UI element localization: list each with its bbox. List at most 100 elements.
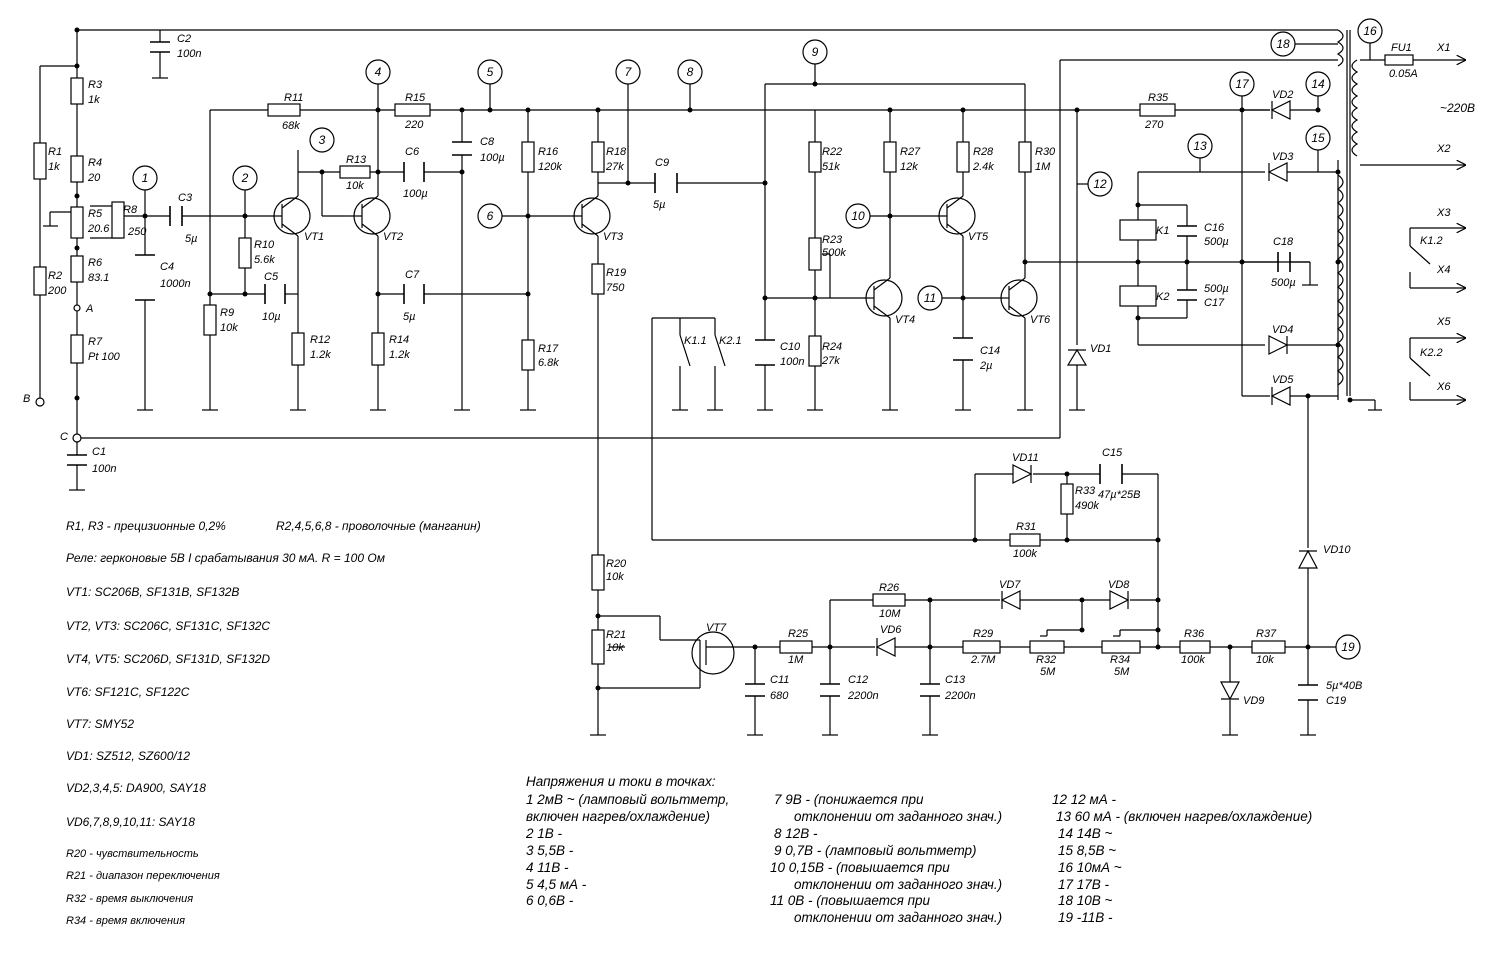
svg-text:R14: R14 <box>389 334 409 346</box>
svg-text:9: 9 <box>812 45 819 59</box>
svg-text:16: 16 <box>1363 24 1377 38</box>
note-r32: R32 - время выключения <box>66 893 194 905</box>
node-19 <box>1335 634 1361 660</box>
svg-text:R7: R7 <box>88 336 103 348</box>
svg-text:500µ: 500µ <box>1204 283 1229 295</box>
svg-text:R35: R35 <box>1148 92 1169 104</box>
svg-text:6: 6 <box>487 209 494 223</box>
svg-text:3: 3 <box>319 133 326 147</box>
svg-text:C5: C5 <box>264 271 279 283</box>
note-vt4-vt5: VT4, VT5: SC206D, SF131D, SF132D <box>66 652 271 666</box>
svg-text:R20: R20 <box>606 558 627 570</box>
svg-text:5µ: 5µ <box>403 311 415 323</box>
svg-text:R34: R34 <box>1110 654 1130 666</box>
voltage-row: 14 14В ~ <box>1058 826 1113 841</box>
node-8 <box>677 59 703 85</box>
svg-text:C7: C7 <box>405 269 420 281</box>
svg-text:X3: X3 <box>1436 207 1451 219</box>
svg-text:R29: R29 <box>973 628 993 640</box>
svg-text:C15: C15 <box>1102 447 1123 459</box>
svg-text:R30: R30 <box>1035 146 1056 158</box>
svg-text:15: 15 <box>1311 131 1325 145</box>
svg-text:VT5: VT5 <box>968 231 989 243</box>
svg-text:10k: 10k <box>346 180 364 192</box>
svg-text:0.05A: 0.05A <box>1389 68 1418 80</box>
svg-text:B: B <box>23 393 30 405</box>
svg-text:100n: 100n <box>177 48 201 60</box>
node-7 <box>615 59 641 85</box>
voltage-row: 3 5,5В - <box>526 843 574 858</box>
svg-text:13: 13 <box>1193 139 1207 153</box>
svg-text:500k: 500k <box>822 247 846 259</box>
svg-text:C3: C3 <box>178 192 193 204</box>
svg-text:VD6: VD6 <box>880 624 902 636</box>
voltage-row: 7 9В - (понижается при <box>774 792 924 807</box>
svg-text:490k: 490k <box>1075 500 1099 512</box>
svg-text:VD2: VD2 <box>1272 89 1293 101</box>
svg-text:750: 750 <box>606 282 625 294</box>
svg-text:R2: R2 <box>48 270 62 282</box>
svg-text:C18: C18 <box>1273 236 1294 248</box>
svg-text:250: 250 <box>127 226 147 238</box>
svg-text:12k: 12k <box>900 161 918 173</box>
svg-text:10k: 10k <box>1256 654 1274 666</box>
svg-text:220: 220 <box>404 119 424 131</box>
node-3 <box>309 127 335 153</box>
svg-text:VD1: VD1 <box>1090 343 1111 355</box>
svg-text:5µ: 5µ <box>185 233 197 245</box>
svg-text:20.6: 20.6 <box>87 223 110 235</box>
node-4 <box>365 59 391 85</box>
node-numbers: 1 2 3 4 5 6 7 8 9 10 11 12 13 14 15 16 1… <box>142 24 1377 654</box>
svg-text:R1: R1 <box>48 146 62 158</box>
voltage-row: отклонении от заданного знач.) <box>794 809 1003 824</box>
svg-text:C19: C19 <box>1326 695 1346 707</box>
resistors <box>33 54 1414 665</box>
svg-text:VD5: VD5 <box>1272 374 1294 386</box>
voltage-row: 4 11В - <box>526 860 569 875</box>
svg-text:R12: R12 <box>310 334 330 346</box>
node-13 <box>1187 133 1213 159</box>
node-17 <box>1229 71 1255 97</box>
voltage-row: отклонении от заданного знач.) <box>794 910 1003 925</box>
svg-text:C6: C6 <box>405 146 420 158</box>
svg-text:VT1: VT1 <box>304 231 324 243</box>
node-16 <box>1357 18 1383 44</box>
svg-text:R28: R28 <box>973 146 994 158</box>
svg-text:10: 10 <box>851 209 865 223</box>
note-wirewound: R2,4,5,6,8 - проволочные (манганин) <box>276 519 481 533</box>
svg-text:K1.2: K1.2 <box>1420 235 1443 247</box>
svg-text:R5: R5 <box>88 208 103 220</box>
svg-text:100µ: 100µ <box>403 188 428 200</box>
svg-text:20: 20 <box>87 172 101 184</box>
voltage-row: 12 12 мА - <box>1052 792 1117 807</box>
svg-text:~220В: ~220В <box>1440 101 1475 115</box>
svg-text:100k: 100k <box>1181 654 1205 666</box>
node-11 <box>917 285 943 311</box>
junction-dots <box>74 27 1353 691</box>
svg-text:R6: R6 <box>88 257 103 269</box>
svg-text:100µ: 100µ <box>480 152 505 164</box>
node-2 <box>232 165 258 191</box>
svg-text:120k: 120k <box>538 161 562 173</box>
svg-text:27k: 27k <box>821 355 840 367</box>
svg-text:10µ: 10µ <box>262 311 281 323</box>
svg-text:100n: 100n <box>780 356 804 368</box>
svg-text:K2.1: K2.1 <box>719 335 742 347</box>
svg-text:VT6: VT6 <box>1030 314 1051 326</box>
svg-text:C: C <box>60 431 68 443</box>
svg-text:R16: R16 <box>538 146 559 158</box>
relay-coils <box>1119 219 1157 307</box>
svg-text:A: A <box>85 303 93 315</box>
svg-text:1k: 1k <box>88 94 100 106</box>
svg-text:R23: R23 <box>822 234 843 246</box>
svg-text:C11: C11 <box>770 674 789 686</box>
svg-text:1M: 1M <box>1035 161 1051 173</box>
svg-text:C2: C2 <box>177 33 191 45</box>
svg-text:10k: 10k <box>606 642 624 654</box>
transistors <box>273 195 1038 675</box>
svg-text:C17: C17 <box>1204 297 1225 309</box>
svg-text:VD11: VD11 <box>1012 452 1039 464</box>
svg-text:2.4k: 2.4k <box>972 161 994 173</box>
voltage-row: 13 60 мА - (включен нагрев/охлаждение) <box>1056 809 1313 824</box>
